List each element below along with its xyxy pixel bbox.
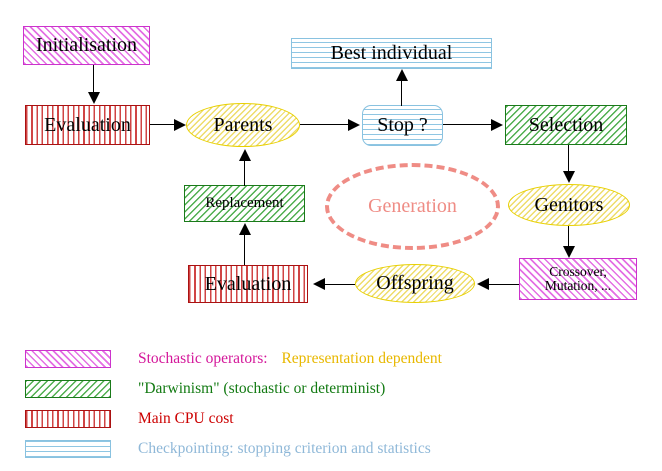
arrow-parents-to-stop-line — [300, 124, 348, 126]
legend-label-stochastic: Stochastic operators: — [138, 350, 268, 367]
node-evaluation-bottom[interactable]: Evaluation — [188, 265, 308, 303]
arrow-stop-to-best-individual-line — [401, 80, 403, 106]
arrow-replacement-to-parents-head — [239, 149, 251, 161]
legend-swatch-stochastic — [25, 350, 111, 368]
node-parents-label: Parents — [213, 113, 273, 136]
node-offspring[interactable]: Offspring — [355, 264, 475, 303]
node-evaluation-top-label: Evaluation — [44, 113, 131, 136]
node-replacement-label: Replacement — [205, 194, 284, 211]
arrow-stop-to-selection-line — [443, 124, 491, 126]
legend-label-checkpointing: Checkpointing: stopping criterion and st… — [138, 440, 431, 457]
node-crossover-mutation-label-line2: Mutation, ... — [544, 278, 612, 293]
legend-row-cpu: Main CPU cost — [25, 410, 234, 428]
node-genitors-label: Genitors — [534, 193, 604, 216]
node-evaluation-top[interactable]: Evaluation — [25, 105, 150, 145]
arrow-offspring-to-evaluation-head — [313, 278, 325, 290]
arrow-initialisation-to-evaluation-line — [93, 65, 95, 93]
node-best-individual-label: Best individual — [330, 42, 453, 64]
arrow-offspring-to-evaluation-line — [325, 284, 355, 286]
node-crossover-mutation[interactable]: Crossover, Mutation, ... — [519, 258, 637, 300]
arrow-genitors-to-crossover-line — [568, 226, 570, 247]
node-initialisation-label: Initialisation — [35, 34, 138, 56]
arrow-initialisation-to-evaluation-head — [88, 92, 100, 104]
node-replacement[interactable]: Replacement — [184, 185, 305, 222]
arrow-evaluation-to-parents-head — [174, 119, 186, 131]
node-genitors[interactable]: Genitors — [508, 184, 630, 226]
arrow-replacement-to-parents-line — [244, 160, 246, 186]
node-crossover-mutation-label-line1: Crossover, — [549, 263, 607, 279]
arrow-parents-to-stop-head — [348, 119, 360, 131]
node-stop[interactable]: Stop ? — [362, 105, 443, 146]
node-evaluation-bottom-label: Evaluation — [204, 272, 292, 295]
arrow-selection-to-genitors-line — [568, 145, 570, 172]
arrow-evaluation-to-replacement-head — [239, 223, 251, 235]
arrow-stop-to-selection-head — [491, 119, 503, 131]
node-generation-label: Generation — [368, 195, 457, 217]
legend-swatch-checkpointing — [25, 440, 111, 458]
arrow-selection-to-genitors-head — [563, 171, 575, 183]
legend-row-stochastic: Stochastic operators: Representation dep… — [25, 350, 442, 368]
node-generation: Generation — [325, 163, 500, 250]
legend-swatch-cpu — [25, 410, 111, 428]
node-parents[interactable]: Parents — [186, 103, 300, 147]
legend-label-cpu: Main CPU cost — [138, 410, 234, 427]
arrow-crossover-to-offspring-line — [489, 284, 519, 286]
legend-label-darwinism: "Darwinism" (stochastic or determinist) — [138, 380, 386, 397]
arrow-genitors-to-crossover-head — [563, 246, 575, 258]
arrow-crossover-to-offspring-head — [477, 278, 489, 290]
node-best-individual[interactable]: Best individual — [291, 38, 492, 69]
legend-swatch-darwinism — [25, 380, 111, 398]
legend-label-stochastic-group: Stochastic operators: Representation dep… — [138, 350, 442, 368]
legend-row-checkpointing: Checkpointing: stopping criterion and st… — [25, 440, 431, 458]
arrow-stop-to-best-individual-head — [396, 69, 408, 81]
legend-label-representation: Representation dependent — [281, 350, 442, 367]
node-initialisation[interactable]: Initialisation — [23, 26, 150, 65]
node-selection-label: Selection — [528, 113, 604, 136]
arrow-evaluation-to-parents-line — [150, 124, 175, 126]
node-offspring-label: Offspring — [376, 272, 454, 294]
node-stop-label: Stop ? — [377, 114, 428, 136]
legend-row-darwinism: "Darwinism" (stochastic or determinist) — [25, 380, 385, 398]
arrow-evaluation-to-replacement-line — [244, 234, 246, 265]
node-selection[interactable]: Selection — [505, 105, 627, 145]
